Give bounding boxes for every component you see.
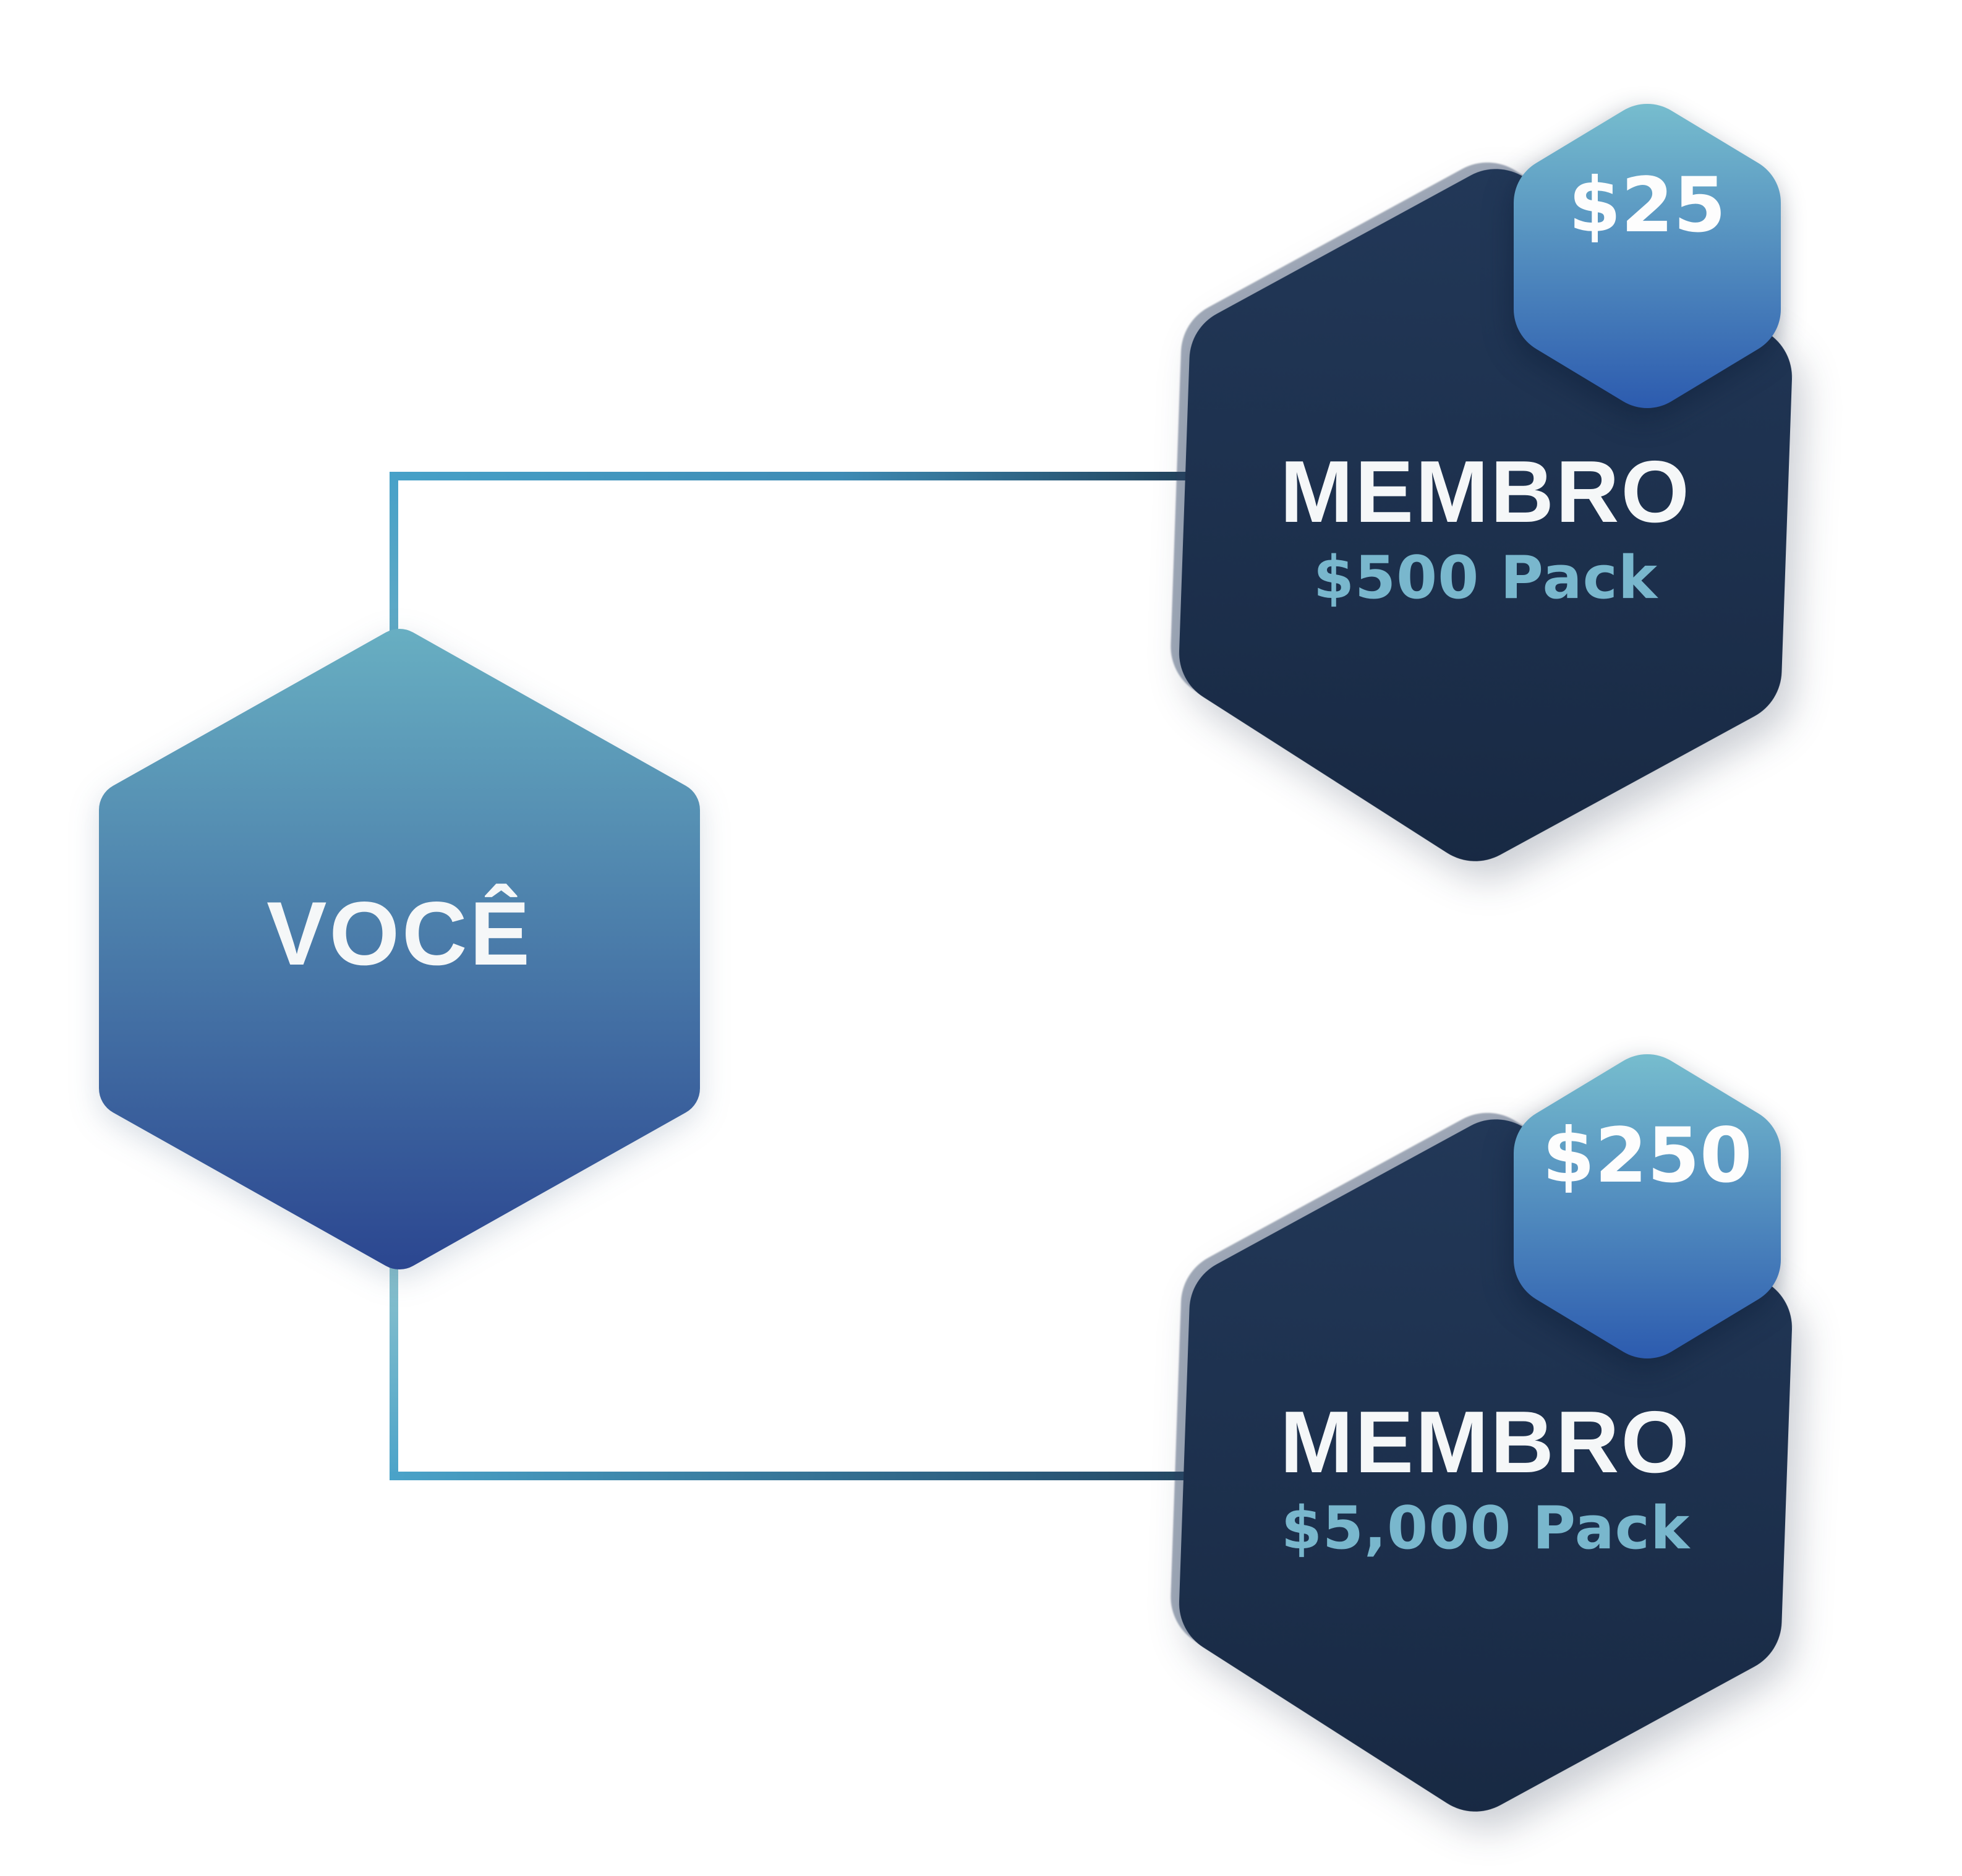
member1-node: MEMBRO $500 Pack $25 — [1179, 104, 1793, 871]
connector-you-to-member2-vertical — [390, 1268, 398, 1480]
connector-you-to-member1-horizontal — [390, 472, 1212, 480]
member1-badge-amount: $25 — [1568, 161, 1726, 249]
connector-you-to-member1-vertical — [390, 472, 398, 633]
you-node: VOCÊ — [99, 627, 700, 1271]
member1-price-badge: $25 — [1514, 94, 1781, 418]
member2-badge-hexagon-icon — [1514, 1054, 1781, 1358]
you-label: VOCÊ — [267, 883, 532, 984]
member2-title: MEMBRO — [1280, 1393, 1691, 1491]
member2-badge-amount: $250 — [1542, 1112, 1752, 1200]
member2-node: MEMBRO $5,000 Pack $250 — [1179, 1054, 1793, 1821]
member1-title: MEMBRO — [1280, 443, 1691, 541]
connector-you-to-member2-horizontal — [390, 1472, 1212, 1480]
you-hexagon-icon — [99, 629, 700, 1269]
member1-pack-label: $500 Pack — [1313, 544, 1658, 612]
member2-pack-label: $5,000 Pack — [1281, 1494, 1691, 1563]
member2-price-badge: $250 — [1514, 1044, 1781, 1368]
member1-badge-hexagon-icon — [1514, 104, 1781, 408]
